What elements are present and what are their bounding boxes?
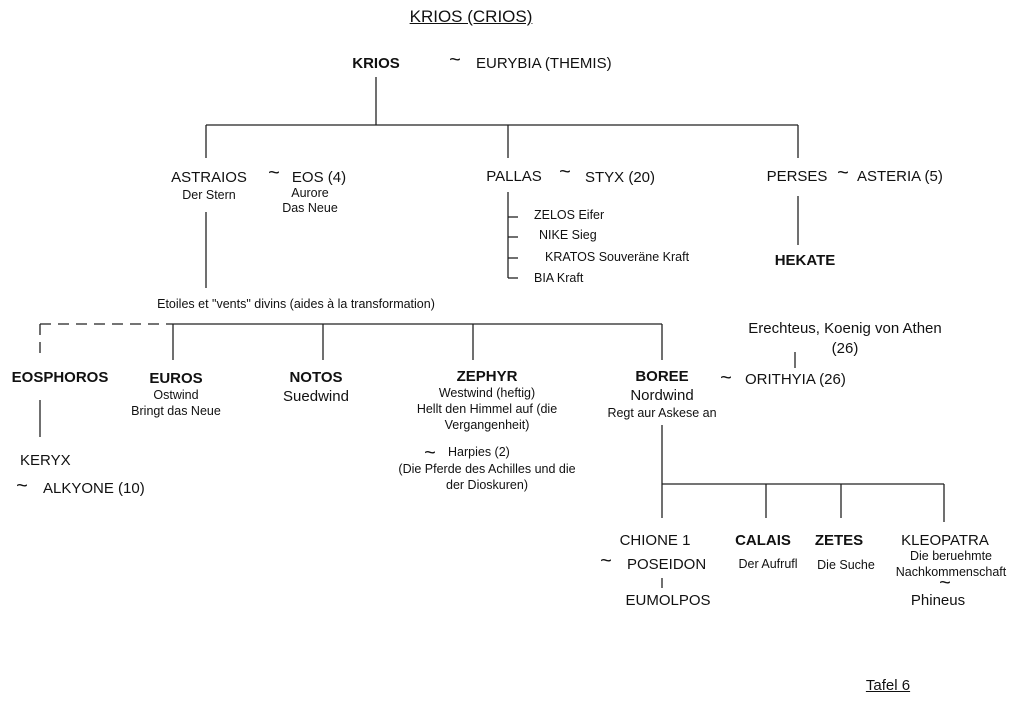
winds-caption: Etoiles et "vents" divins (aides à la tr… <box>157 297 435 311</box>
node-eurybia: EURYBIA (THEMIS) <box>476 55 612 72</box>
node-asteria: ASTERIA (5) <box>857 168 943 185</box>
node-kleopatra-desc2: Nachkommenschaft <box>895 565 1007 579</box>
node-alkyone: ALKYONE (10) <box>43 480 145 497</box>
node-boree: BOREE <box>635 368 689 385</box>
node-eos-desc1: Aurore <box>291 186 329 200</box>
node-eos-desc2: Das Neue <box>282 201 338 215</box>
node-zephyr-desc2: Hellt den Himmel auf (die <box>416 402 558 416</box>
node-poseidon: POSEIDON <box>627 556 707 573</box>
node-bia: BIA Kraft <box>534 271 584 285</box>
node-keryx: KERYX <box>20 452 71 469</box>
spouse-tilde: ~ <box>268 162 280 184</box>
node-erechteus-number: (26) <box>831 340 859 357</box>
spouse-tilde: ~ <box>600 550 612 572</box>
node-orithyia: ORITHYIA (26) <box>745 371 846 388</box>
node-zephyr-desc3: Vergangenheit) <box>444 418 530 432</box>
node-nike: NIKE Sieg <box>539 228 597 242</box>
node-notos-desc: Suedwind <box>283 388 349 405</box>
spouse-tilde: ~ <box>424 442 436 464</box>
node-euros-desc1: Ostwind <box>153 388 199 402</box>
node-harpies-desc1: (Die Pferde des Achilles und die <box>398 462 576 476</box>
spouse-tilde: ~ <box>939 572 951 594</box>
node-zetes-desc: Die Suche <box>817 558 875 572</box>
node-hekate: HEKATE <box>774 252 836 269</box>
node-astraios-desc: Der Stern <box>182 188 236 202</box>
node-harpies-desc2: der Dioskuren) <box>446 478 528 492</box>
node-boree-desc2: Regt aur Askese an <box>607 406 717 420</box>
node-kleopatra: KLEOPATRA <box>901 532 989 549</box>
node-notos: NOTOS <box>289 369 343 386</box>
node-eumolpos: EUMOLPOS <box>625 592 711 609</box>
spouse-tilde: ~ <box>837 162 849 184</box>
node-zelos: ZELOS Eifer <box>534 208 605 222</box>
node-astraios: ASTRAIOS <box>171 169 247 186</box>
node-euros: EUROS <box>149 370 203 387</box>
node-chione: CHIONE 1 <box>619 532 691 549</box>
page-title: KRIOS (CRIOS) <box>409 7 533 26</box>
node-phineus: Phineus <box>910 592 966 609</box>
node-kratos: KRATOS Souveräne Kraft <box>545 250 690 264</box>
node-calais-desc: Der Aufrufl <box>738 557 798 571</box>
node-kleopatra-desc1: Die beruehmte <box>910 549 992 563</box>
spouse-tilde: ~ <box>449 49 461 71</box>
node-zetes: ZETES <box>814 532 864 549</box>
spouse-tilde: ~ <box>16 475 28 497</box>
node-euros-desc2: Bringt das Neue <box>131 404 221 418</box>
node-eos: EOS (4) <box>291 169 347 186</box>
plate-label: Tafel 6 <box>865 677 911 694</box>
node-boree-desc1: Nordwind <box>630 387 694 404</box>
node-erechteus: Erechteus, Koenig von Athen <box>748 320 942 337</box>
node-zephyr-desc1: Westwind (heftig) <box>438 386 536 400</box>
node-krios: KRIOS <box>352 55 400 72</box>
node-pallas: PALLAS <box>486 168 542 185</box>
node-perses: PERSES <box>766 168 828 185</box>
spouse-tilde: ~ <box>559 161 571 183</box>
node-zephyr: ZEPHYR <box>456 368 518 385</box>
spouse-tilde: ~ <box>720 367 732 389</box>
node-styx: STYX (20) <box>585 169 656 186</box>
node-calais: CALAIS <box>735 532 791 549</box>
node-eosphoros: EOSPHOROS <box>11 369 109 386</box>
node-harpies: Harpies (2) <box>448 445 510 459</box>
